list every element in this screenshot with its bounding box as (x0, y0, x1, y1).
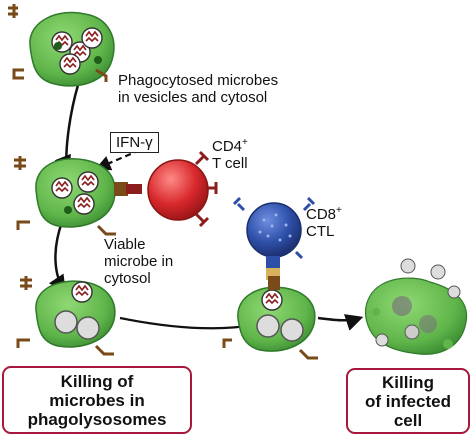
cd8-text: CD8 (306, 206, 337, 223)
infected-cell-dying (364, 258, 468, 355)
cd4-sup: + (242, 137, 248, 148)
ifn-gamma-box: IFN-γ (110, 132, 159, 153)
phago-label: Phagocytosed microbes in vesicles and cy… (118, 72, 278, 106)
phago-label-line2: in vesicles and cytosol (118, 89, 268, 106)
macrophage-middle (14, 156, 142, 236)
macrophage-bottom-right (222, 276, 318, 360)
killing-microbes-line2: microbes in (49, 390, 145, 410)
killing-microbes-line1: Killing of (60, 371, 134, 391)
macrophage-top (8, 4, 115, 87)
cd4-t-cell (147, 150, 218, 228)
macrophage-bottom-left (16, 276, 116, 356)
cd4-text: CD4 (212, 138, 243, 155)
cd8-label: CD8+ CTL (306, 205, 342, 241)
killing-cell-line3: cell (393, 410, 423, 430)
killing-infected-cell-box: Killing of infected cell (346, 368, 470, 434)
killing-microbes-box: Killing of microbes in phagolysosomes (2, 366, 192, 434)
cd4-label-line1: CD4+ (212, 137, 248, 156)
cd4-label: CD4+ T cell (212, 137, 248, 173)
cd8-label-line2: CTL (306, 223, 335, 240)
viable-microbe-label: Viable microbe in cytosol (104, 236, 173, 287)
cd8-ctl (232, 196, 316, 280)
phago-label-line1: Phagocytosed microbes (118, 72, 279, 89)
killing-microbes-line3: phagolysosomes (27, 409, 167, 429)
viable-label-line3: cytosol (104, 270, 151, 287)
killing-cell-line1: Killing (382, 372, 434, 392)
viable-label-line2: microbe in (104, 253, 174, 270)
cd4-label-line2: T cell (212, 155, 248, 172)
viable-label-line1: Viable (104, 236, 146, 253)
cd8-label-line1: CD8+ (306, 205, 342, 224)
killing-cell-line2: of infected (365, 391, 451, 411)
cd8-sup: + (336, 205, 342, 216)
